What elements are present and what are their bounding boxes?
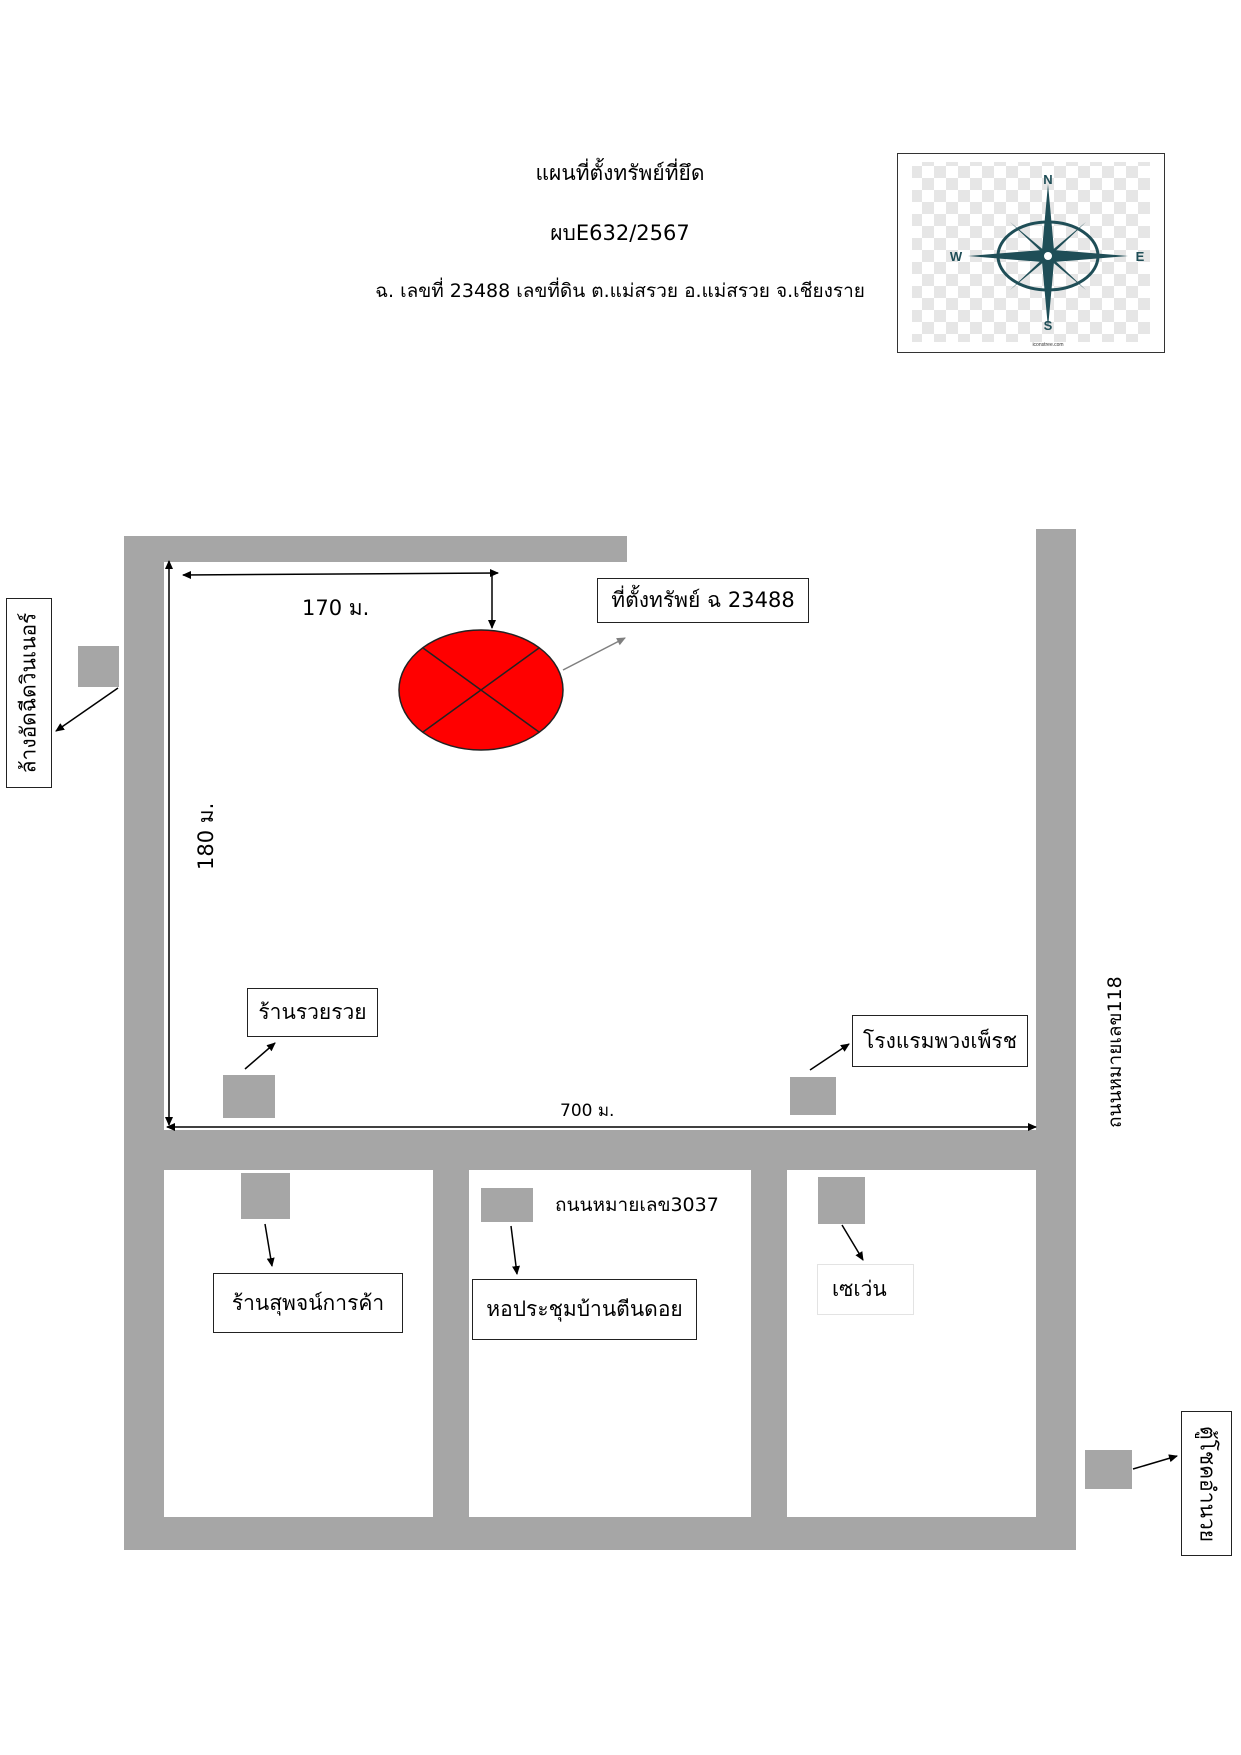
distance-top-label: 170 ม.: [302, 596, 370, 620]
label-lottery: ตู้โชคอำนวย: [1181, 1411, 1232, 1556]
property-label-box: ที่ตั้งทรัพย์ ฉ 23488: [597, 578, 809, 623]
label-lottery-text: ตู้โชคอำนวย: [1195, 1425, 1219, 1542]
property-label-arrow: [562, 637, 626, 671]
map-title: แผนที่ตั้งทรัพย์ที่ยึด: [535, 161, 705, 185]
label-hotel: โรงแรมพวงเพ็รช: [852, 1015, 1028, 1067]
dimension-line-top: [182, 569, 499, 579]
road-left: [124, 536, 164, 1550]
label-car-wash: ล้างอัดฉีดวินเนอร์: [6, 598, 52, 788]
road-vertical-1: [433, 1130, 469, 1550]
road-right-118: [1036, 529, 1076, 1547]
compass-s: S: [1044, 318, 1053, 333]
building-shop-ruay: [223, 1075, 275, 1118]
arrow-shop-ruay: [244, 1042, 276, 1070]
label-seven: เซเว่น: [817, 1264, 914, 1315]
building-hall: [481, 1188, 533, 1222]
arrow-lottery: [1132, 1454, 1178, 1470]
arrow-shop-suphot: [264, 1223, 275, 1267]
compass-n: N: [1043, 172, 1052, 187]
road-middle-horizontal: [124, 1130, 1076, 1170]
property-address: ฉ. เลขที่ 23488 เลขที่ดิน ต.แม่สรวย อ.แม…: [375, 280, 865, 302]
arrow-car-wash: [55, 687, 119, 732]
road-vertical-2: [751, 1130, 787, 1550]
road-3037-label: ถนนหมายเลข3037: [555, 1194, 719, 1216]
building-seven: [818, 1177, 865, 1224]
label-car-wash-text: ล้างอัดฉีดวินเนอร์: [16, 612, 41, 774]
compass-panel: N S W E iconstree.com: [897, 153, 1165, 353]
building-car-wash: [78, 646, 119, 687]
arrow-hall: [510, 1225, 520, 1275]
road-top: [124, 536, 627, 562]
building-hotel: [790, 1077, 836, 1115]
property-marker: [398, 629, 564, 751]
label-hall: หอประชุมบ้านตีนดอย: [472, 1279, 697, 1340]
case-number: ผบE632/2567: [550, 221, 690, 245]
compass-e: E: [1136, 249, 1145, 264]
compass-credit: iconstree.com: [1032, 342, 1063, 348]
label-shop-ruay: ร้านรวยรวย: [247, 988, 378, 1037]
road-bottom: [124, 1517, 1076, 1550]
label-shop-suphot: ร้านสุพจน์การค้า: [213, 1273, 403, 1333]
road-118-label: ถนนหมายเลข118: [1104, 976, 1126, 1128]
arrow-seven: [841, 1224, 864, 1261]
arrow-hotel: [809, 1043, 850, 1071]
building-shop-suphot: [241, 1173, 290, 1219]
compass-w: W: [950, 249, 963, 264]
compass-rose-icon: N S W E iconstree.com: [912, 162, 1150, 348]
distance-left-label: 180 ม.: [194, 802, 218, 870]
building-lottery: [1085, 1450, 1132, 1489]
distance-bottom-label: 700 ม.: [560, 1101, 615, 1121]
